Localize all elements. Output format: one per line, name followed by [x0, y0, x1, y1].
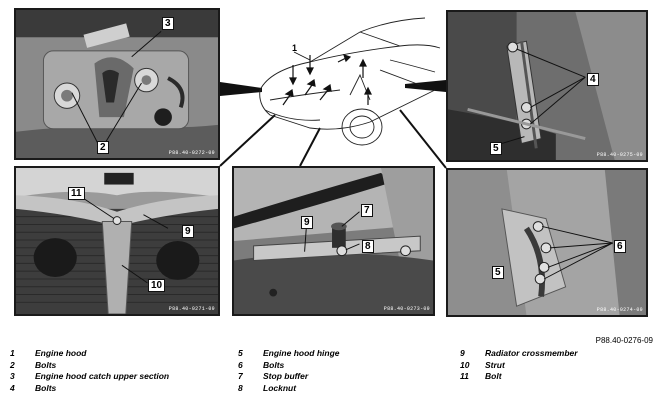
- legend-item: 6 Bolts: [238, 360, 340, 372]
- legend-label: Bolts: [35, 359, 57, 370]
- callout-8: 8: [362, 240, 374, 253]
- legend-label: Engine hood catch upper section: [35, 371, 170, 381]
- callout-1: 1: [292, 43, 298, 53]
- legend-number: 7: [238, 371, 243, 381]
- panel-reference-code: P88.40-0274-09: [596, 307, 643, 313]
- legend-label: Engine hood: [35, 348, 87, 358]
- legend-item: 4 Bolts: [10, 383, 169, 395]
- legend-number: 8: [238, 382, 243, 393]
- photo-panel-stop-buffer: 9 7 8 P88.40-0273-09: [232, 166, 435, 316]
- legend-column-3: 9 Radiator crossmember 10 Strut 11 Bolt: [460, 348, 578, 383]
- figure-id: P88.40-0276-09: [595, 336, 653, 345]
- legend-item: 8 Locknut: [238, 383, 340, 395]
- legend-number: 1: [10, 348, 15, 358]
- legend-number: 6: [238, 359, 243, 370]
- legend-item: 2 Bolts: [10, 360, 169, 372]
- legend-item: 1 Engine hood: [10, 348, 169, 360]
- legend-item: 3 Engine hood catch upper section: [10, 371, 169, 383]
- panel-reference-code: P88.40-0271-09: [168, 306, 215, 312]
- callout-4: 4: [587, 73, 599, 86]
- legend-label: Radiator crossmember: [485, 348, 578, 358]
- legend-label: Engine hood hinge: [263, 348, 340, 358]
- legend-item: 11 Bolt: [460, 371, 578, 383]
- panel-reference-code: P88.40-0272-09: [168, 150, 215, 156]
- callout-6: 6: [614, 240, 626, 253]
- photo-panel-hood-catch: 3 2 P88.40-0272-09: [14, 8, 220, 160]
- photo-panel-hinge-strut-bolts: 6 5 P88.40-0274-09: [446, 168, 648, 317]
- legend-column-2: 5 Engine hood hinge 6 Bolts 7 Stop buffer 8…: [238, 348, 340, 394]
- legend-number: 2: [10, 359, 15, 370]
- legend-number: 3: [10, 371, 15, 381]
- vehicle-overview-drawing: [259, 17, 441, 146]
- legend-label: Locknut: [263, 382, 297, 393]
- callout-3: 3: [162, 17, 174, 30]
- callout-2: 2: [97, 141, 109, 154]
- legend-label: Bolts: [263, 359, 285, 370]
- legend-label: Strut: [485, 359, 505, 370]
- legend-number: 4: [10, 382, 15, 393]
- legend-item: 5 Engine hood hinge: [238, 348, 340, 360]
- legend-item: 7 Stop buffer: [238, 371, 340, 383]
- callout-11: 11: [68, 187, 85, 200]
- legend-label: Stop buffer: [263, 371, 309, 381]
- panel-reference-code: P88.40-0275-09: [596, 152, 643, 158]
- legend-label: Bolts: [35, 382, 57, 393]
- legend-label: Bolt: [485, 371, 502, 381]
- callout-5: 5: [492, 266, 504, 279]
- callout-9: 9: [182, 225, 194, 238]
- legend-item: 9 Radiator crossmember: [460, 348, 578, 360]
- callout-5: 5: [490, 142, 502, 155]
- legend-item: 10 Strut: [460, 360, 578, 372]
- legend-number: 10: [460, 359, 470, 370]
- panel-reference-code: P88.40-0273-09: [383, 306, 430, 312]
- callout-10: 10: [148, 279, 166, 292]
- legend-number: 5: [238, 348, 243, 358]
- callout-9: 9: [301, 216, 313, 229]
- photo-panel-hinge-bolts: 4 5 P88.40-0275-09: [446, 10, 648, 162]
- photo-panel-radiator-crossmember: 11 9 10 P88.40-0271-09: [14, 166, 220, 316]
- legend-number: 9: [460, 348, 465, 358]
- legend-number: 11: [460, 371, 469, 381]
- callout-7: 7: [361, 204, 373, 217]
